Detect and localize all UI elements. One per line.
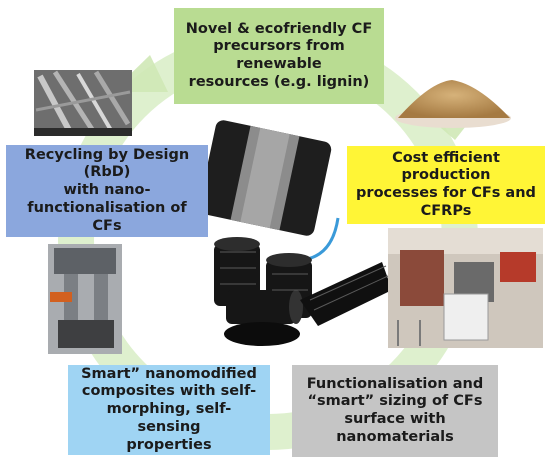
box-ecofriendly-precursors: Novel & ecofriendly CF precursors from r… xyxy=(174,8,384,104)
box-functionalisation-sizing: Functionalisation and “smart” sizing of … xyxy=(292,365,498,457)
box-recycling-by-design: Recycling by Design (RbD) with nano- fun… xyxy=(6,145,208,237)
box-smart-nanomodified-composites: Smart” nanomodified composites with self… xyxy=(68,365,270,455)
box-cost-efficient-production: Cost efficient production processes for … xyxy=(347,146,545,224)
